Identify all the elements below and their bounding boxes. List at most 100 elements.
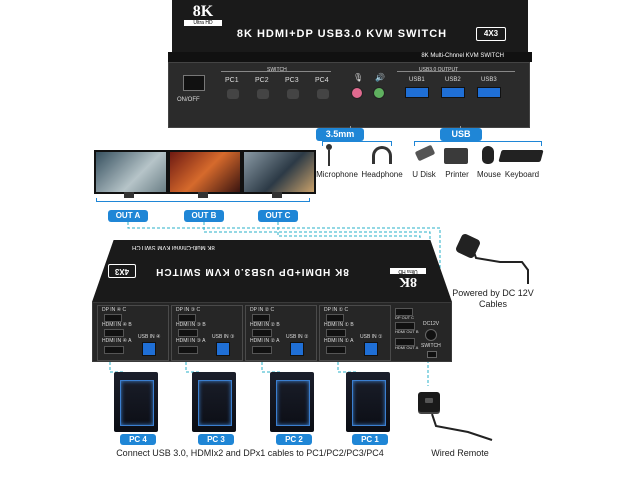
pc4-usb-label: USB IN ④ <box>138 334 161 340</box>
pc1-hdmia-port[interactable] <box>326 346 346 354</box>
microphone-icon <box>322 144 336 166</box>
pc3-button[interactable] <box>287 89 299 99</box>
main-badge: 4X3 <box>108 264 136 278</box>
usb3-label: USB3 <box>481 77 497 83</box>
pc3-usb-port[interactable] <box>216 342 230 356</box>
output-port-group: DP OUT C HDMI OUT B HDMI OUT A DC12V SWI… <box>393 305 447 359</box>
power-rocker[interactable] <box>183 75 205 91</box>
switch-port-label: SWITCH <box>421 343 441 349</box>
cable-out-a <box>127 222 441 310</box>
usb3-port[interactable] <box>477 87 501 98</box>
pc2-label: PC 2 <box>276 434 312 445</box>
usb2-port[interactable] <box>441 87 465 98</box>
device-headphone: Headphone <box>361 170 403 179</box>
main-subtitle: 8K Multi-Chnnel KVM SWITCH <box>132 244 215 250</box>
pc3-dp-port[interactable] <box>178 314 196 322</box>
mic-icon: 🎙 <box>353 73 364 82</box>
device-udisk: U Disk <box>412 170 436 179</box>
usb-group-line <box>397 71 515 72</box>
switch-label: SWITCH <box>267 67 287 73</box>
main-logo: 8K Ultra HD <box>390 268 426 289</box>
usb-output-label: USB3.0 OUTPUT <box>419 67 459 73</box>
usb1-port[interactable] <box>405 87 429 98</box>
pc3-label: PC 3 <box>198 434 234 445</box>
pc3-hdmia-label: HDMI IN ③ A <box>176 338 206 344</box>
printer-icon <box>444 148 468 164</box>
onoff-label: ON/OFF <box>177 97 200 103</box>
monitor-c <box>242 150 316 194</box>
pc2-hdmia-port[interactable] <box>252 346 272 354</box>
device-microphone: Microphone <box>316 170 358 179</box>
pc4-label: PC 4 <box>120 434 156 445</box>
audio-callout: 3.5mm <box>316 128 364 141</box>
pc1-button[interactable] <box>227 89 239 99</box>
pc2-dp-port[interactable] <box>252 314 270 322</box>
pc2-usb-port[interactable] <box>290 342 304 356</box>
power-text: Powered by DC 12V Cables <box>452 288 534 309</box>
main-kvm-top: 8K Multi-Chnnel KVM SWITCH 8K HDMI+DP US… <box>92 240 452 302</box>
pc4-hdmia-port[interactable] <box>104 346 124 354</box>
pc2-usb-label: USB IN ② <box>286 334 309 340</box>
monitor-bracket <box>96 198 310 202</box>
pc1-dp-port[interactable] <box>326 314 344 322</box>
power-cable <box>469 239 529 284</box>
pc2-hdmia-label: HDMI IN ② A <box>250 338 280 344</box>
hdmi-out-b-port[interactable] <box>395 322 415 330</box>
pc2-port-group: DP IN ② C HDMI IN ② B USB IN ② HDMI IN ②… <box>245 305 317 361</box>
usb-bracket <box>414 141 542 146</box>
dp-out-c-label: DP OUT C <box>395 315 414 320</box>
pc1-dp-label: DP IN ① C <box>324 307 349 313</box>
pc4-button[interactable] <box>317 89 329 99</box>
pc4-hdmib-port[interactable] <box>104 329 124 337</box>
hdmi-out-b-label: HDMI OUT B <box>395 329 419 334</box>
pc4-hdmia-label: HDMI IN ④ A <box>102 338 132 344</box>
mic-jack[interactable] <box>351 87 363 99</box>
pc2-tower <box>270 372 314 432</box>
device-mouse: Mouse <box>476 170 501 179</box>
dc12v-port[interactable] <box>425 329 437 341</box>
pc4-dp-port[interactable] <box>104 314 122 322</box>
main-logo-big: 8K <box>399 274 417 289</box>
switch-group-line <box>221 71 331 72</box>
top-logo-big: 8K <box>192 3 214 20</box>
monitor-a-stand <box>124 192 134 198</box>
monitor-c-stand <box>272 192 282 198</box>
pc3-hdmia-port[interactable] <box>178 346 198 354</box>
headphone-icon <box>372 146 392 164</box>
headphone-jack[interactable] <box>373 87 385 99</box>
remote-text: Wired Remote <box>431 448 489 458</box>
remote-cable <box>431 413 493 441</box>
usb-callout: USB <box>440 128 482 141</box>
pc2-button[interactable] <box>257 89 269 99</box>
main-title: 8K HDMI+DP USB3.0 KVM SWITCH <box>155 266 349 277</box>
top-badge: 4X3 <box>476 27 506 41</box>
dp-out-c-port[interactable] <box>395 308 413 316</box>
out-b-label: OUT B <box>184 210 224 222</box>
pc1-hdmia-label: HDMI IN ① A <box>324 338 354 344</box>
top-subtitle: 8K Multi-Chnnel KVM SWITCH <box>421 53 504 59</box>
pc2-hdmib-port[interactable] <box>252 329 272 337</box>
pc2-hdmib-label: HDMI IN ② B <box>250 322 280 328</box>
speaker-icon: 🔊 <box>375 73 385 82</box>
pc1-tower <box>346 372 390 432</box>
pc4-usb-port[interactable] <box>142 342 156 356</box>
monitor-b-stand <box>198 192 208 198</box>
pc4-hdmib-label: HDMI IN ④ B <box>102 322 132 328</box>
pc1-usb-port[interactable] <box>364 342 378 356</box>
pc1-hdmib-port[interactable] <box>326 329 346 337</box>
pc3-hdmib-port[interactable] <box>178 329 198 337</box>
pc2-dp-label: DP IN ② C <box>250 307 275 313</box>
main-logo-small: Ultra HD <box>390 268 426 274</box>
device-keyboard: Keyboard <box>504 170 540 179</box>
pc4-port-group: DP IN ④ C HDMI IN ④ B USB IN ④ HDMI IN ④… <box>97 305 169 361</box>
top-logo: 8K Ultra HD <box>184 4 222 26</box>
pc3-label: PC3 <box>285 77 299 84</box>
pc1-label: PC 1 <box>352 434 388 445</box>
pc1-port-group: DP IN ① C HDMI IN ① B USB IN ① HDMI IN ①… <box>319 305 391 361</box>
hdmi-out-a-label: HDMI OUT A <box>395 345 419 350</box>
hdmi-out-a-port[interactable] <box>395 338 415 346</box>
pc1-usb-label: USB IN ① <box>360 334 383 340</box>
switch-port[interactable] <box>427 351 437 358</box>
pc1-hdmib-label: HDMI IN ① B <box>324 322 354 328</box>
usb2-label: USB2 <box>445 77 461 83</box>
